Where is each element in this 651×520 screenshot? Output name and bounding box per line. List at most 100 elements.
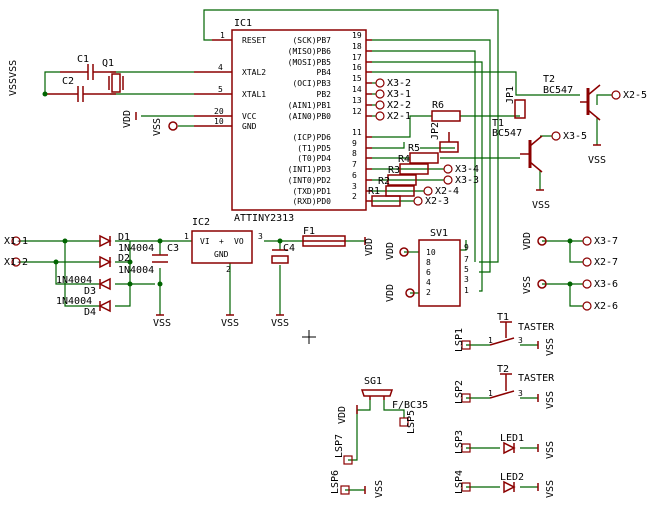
label-sv1-pin: 8 [426, 258, 431, 267]
label-x3-4: X3-4 [455, 164, 479, 175]
ic1-pin-num: 7 [352, 160, 357, 169]
label-sv1-pin: 4 [426, 278, 431, 287]
label-led1: LED1 [500, 433, 524, 444]
label-x3-2: X3-2 [387, 78, 411, 89]
label-ic2-pin3: 3 [258, 232, 263, 241]
label-led2: LED2 [500, 472, 524, 483]
label-vss-ic2: VSS [221, 318, 239, 329]
ic1-pin-pb0: (AIN0)PB0 [288, 112, 332, 121]
label-lsp6: LSP6 [330, 470, 341, 494]
ic1-pin-pd0: (RXD)PD0 [292, 197, 331, 206]
label-sv1-pin: 5 [464, 265, 469, 274]
label-ic2-plus: + [219, 237, 224, 246]
label-x3-7: X3-7 [594, 236, 618, 247]
ic1-pin-pb6: (MISO)PB6 [288, 47, 332, 56]
label-jp2: JP2 [430, 122, 441, 140]
ic1-pin-num: 8 [352, 149, 357, 158]
label-ic2-pin1: 1 [184, 232, 189, 241]
ic1-pin-gnd: GND [242, 122, 257, 131]
label-taster1: TASTER [518, 322, 555, 333]
ic1-pin-num: 20 [214, 107, 224, 116]
label-x2-3: X2-3 [425, 196, 449, 207]
ic1-pin-pb5: (MOSI)PB5 [288, 58, 332, 67]
label-vss-lsp4: VSS [545, 480, 556, 498]
connector-pads [11, 78, 621, 495]
ic1-pin-num: 2 [352, 192, 357, 201]
ic1-pin-num: 3 [352, 182, 357, 191]
label-vss-lsp3: VSS [545, 441, 556, 459]
label-ic2-vi: VI [200, 237, 210, 246]
label-x3-6: X3-6 [594, 279, 618, 290]
label-vss-t1: VSS [532, 200, 550, 211]
power-symbols [135, 112, 601, 494]
ic1-attiny2313: IC1 ATTINY2313 RESET 1 XTAL2 4 XTAL1 5 V… [194, 18, 372, 224]
ic1-pin-pb4: PB4 [317, 68, 332, 77]
label-d3-part: 1N4004 [56, 275, 92, 286]
ic1-pin-pd1: (TXD)PD1 [292, 187, 331, 196]
ic1-pin-num: 6 [352, 171, 357, 180]
label-vss-ic1: VSS [152, 118, 163, 136]
ic1-pin-xtal1: XTAL1 [242, 90, 266, 99]
label-sv1-pin: 10 [426, 248, 436, 257]
label-c1: C1 [77, 54, 89, 65]
label-sv1: SV1 [430, 228, 448, 239]
label-sv1-pin: 3 [464, 275, 469, 284]
label-taster2: TASTER [518, 373, 555, 384]
ic1-pin-num: 13 [352, 96, 362, 105]
ic1-pin-pd5: (T1)PD5 [297, 144, 331, 153]
label-bc547-t1: BC547 [492, 128, 522, 139]
label-ic2-gnd: GND [214, 250, 229, 259]
label-t2: T2 [543, 74, 555, 85]
ic1-part: ATTINY2313 [234, 213, 294, 224]
label-taster-t1: T1 [497, 312, 509, 323]
junction-dots [42, 91, 573, 287]
label-vss-lsp6: VSS [374, 480, 385, 498]
label-lsp7: LSP7 [334, 434, 345, 458]
ic1-pin-num: 12 [352, 107, 362, 116]
ic1-pin-xtal2: XTAL2 [242, 68, 266, 77]
label-taster-t2: T2 [497, 364, 509, 375]
ic1-pin-pd4: (T0)PD4 [297, 154, 331, 163]
label-x1-2: X1-2 [4, 257, 28, 268]
label-pin: 1 [488, 336, 493, 345]
ic1-pin-num: 4 [218, 63, 223, 72]
label-x2-2: X2-2 [387, 100, 411, 111]
label-x3-1: X3-1 [387, 89, 411, 100]
label-x2-5: X2-5 [623, 90, 647, 101]
label-vss-t2: VSS [588, 155, 606, 166]
ic1-pin-pd2: (INT0)PD2 [288, 176, 332, 185]
label-pin: 1 [488, 389, 493, 398]
label-sv1-pin: 7 [464, 255, 469, 264]
label-lsp4: LSP4 [454, 470, 465, 494]
label-sg1: SG1 [364, 376, 382, 387]
label-r1: R1 [368, 186, 380, 197]
ic1-pin-num: 10 [214, 117, 224, 126]
label-q1: Q1 [102, 58, 114, 69]
label-lsp1: LSP1 [454, 328, 465, 352]
ic1-pin-pb2: PB2 [317, 90, 332, 99]
ic1-pin-vcc: VCC [242, 112, 257, 121]
label-c3: C3 [167, 243, 179, 254]
label-x3-3: X3-3 [455, 175, 479, 186]
label-r6: R6 [432, 100, 444, 111]
label-pin: 3 [518, 336, 523, 345]
label-ic2-vo: VO [234, 237, 244, 246]
ic1-pin-pb7: (SCK)PB7 [292, 36, 331, 45]
components [45, 64, 601, 494]
ic1-pin-num: 11 [352, 128, 362, 137]
label-ic2-pin2: 2 [226, 265, 231, 274]
label-d4: D4 [84, 307, 96, 318]
label-d4-part: 1N4004 [56, 296, 92, 307]
label-vdd-f1: VDD [364, 238, 375, 256]
label-d2: D2 [118, 253, 130, 264]
label-c4: C4 [283, 243, 295, 254]
label-x2-1: X2-1 [387, 111, 411, 122]
wires [20, 9, 612, 491]
label-d1-part: 1N4004 [118, 243, 154, 254]
label-sv1-pin: 6 [426, 268, 431, 277]
ic1-pin-pd3: (INT1)PD3 [288, 165, 332, 174]
label-vss-lsp1: VSS [545, 338, 556, 356]
label-vss-lsp2: VSS [545, 391, 556, 409]
ic1-pin-num: 5 [218, 85, 223, 94]
